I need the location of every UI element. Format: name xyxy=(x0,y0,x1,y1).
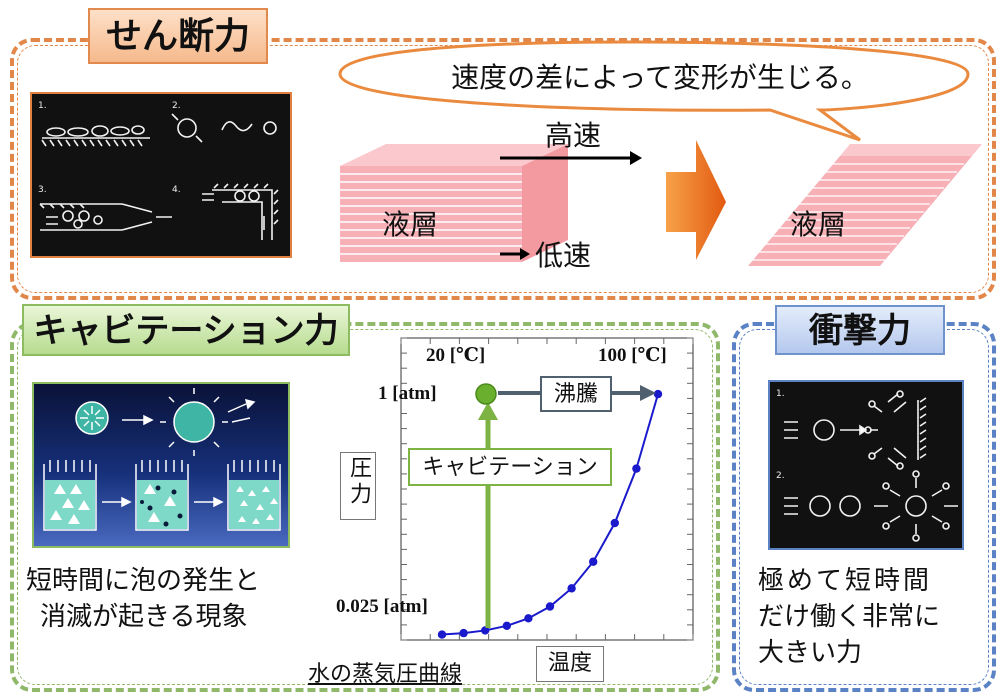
impact-caption-line2: だけ働く非常に xyxy=(758,602,941,632)
data-point xyxy=(632,464,641,473)
photo-panel-number: 2. xyxy=(172,101,181,111)
data-point xyxy=(567,584,576,593)
low-speed-label: 低速 xyxy=(535,239,592,272)
data-point xyxy=(502,621,511,631)
start-point-marker xyxy=(475,383,497,405)
cavitation-caption-line1: 短時間に泡の発生と xyxy=(26,566,261,596)
boiling-label: 沸騰 xyxy=(540,376,612,412)
shear-title: せん断力 xyxy=(88,8,268,64)
data-point xyxy=(610,518,619,528)
photo-panel-number: 2. xyxy=(776,471,785,481)
cavitation-caption-line2: 消滅が起きる現象 xyxy=(40,602,248,632)
liquid-layer-label: 液層 xyxy=(790,208,847,241)
photo-panel-number: 1. xyxy=(776,389,785,399)
cavitation-photo xyxy=(32,382,290,548)
x-axis-label: 温度 xyxy=(536,646,604,682)
shear-diagram xyxy=(338,40,982,266)
y-axis-label-text: 圧力 xyxy=(346,456,371,508)
cavitation-section-frame xyxy=(10,322,720,692)
impact-caption-line1: 極めて短時間 xyxy=(758,566,933,596)
pressure-1-label: 1 [atm] xyxy=(378,383,437,404)
data-point xyxy=(589,557,598,566)
shear-photo: 1. 2. 3. 4. xyxy=(30,92,292,258)
temp-20-label: 20 [℃] xyxy=(426,345,486,366)
y-axis-label: 圧力 xyxy=(340,452,376,520)
speech-bubble xyxy=(338,40,970,142)
cavitation-title: キャビテーション力 xyxy=(22,304,350,356)
data-point xyxy=(524,614,533,623)
high-speed-label: 高速 xyxy=(545,119,602,152)
data-point xyxy=(653,389,663,399)
impact-title: 衝撃力 xyxy=(775,305,945,355)
data-point xyxy=(481,626,490,635)
photo-panel-number: 3. xyxy=(38,185,47,195)
data-point xyxy=(459,628,468,638)
impact-caption-line3: 大きい力 xyxy=(758,638,863,668)
chart-title: 水の蒸気圧曲線 xyxy=(308,662,463,687)
liquid-layers-right xyxy=(748,144,982,266)
photo-panel-number: 4. xyxy=(172,185,181,195)
transform-arrow xyxy=(666,140,726,260)
data-point xyxy=(437,630,447,639)
speech-bubble-text: 速度の差によって変形が生じる。 xyxy=(451,61,869,94)
liquid-layer-label: 液層 xyxy=(382,208,439,241)
liquid-layers-left xyxy=(340,144,568,262)
temp-100-label: 100 [℃] xyxy=(598,345,667,366)
impact-photo: 1. 2. xyxy=(768,380,964,550)
data-point xyxy=(545,602,555,611)
photo-panel-number: 1. xyxy=(38,101,47,111)
pressure-0025-label: 0.025 [atm] xyxy=(336,596,428,617)
cavitation-chart-label: キャビテーション xyxy=(408,448,612,486)
